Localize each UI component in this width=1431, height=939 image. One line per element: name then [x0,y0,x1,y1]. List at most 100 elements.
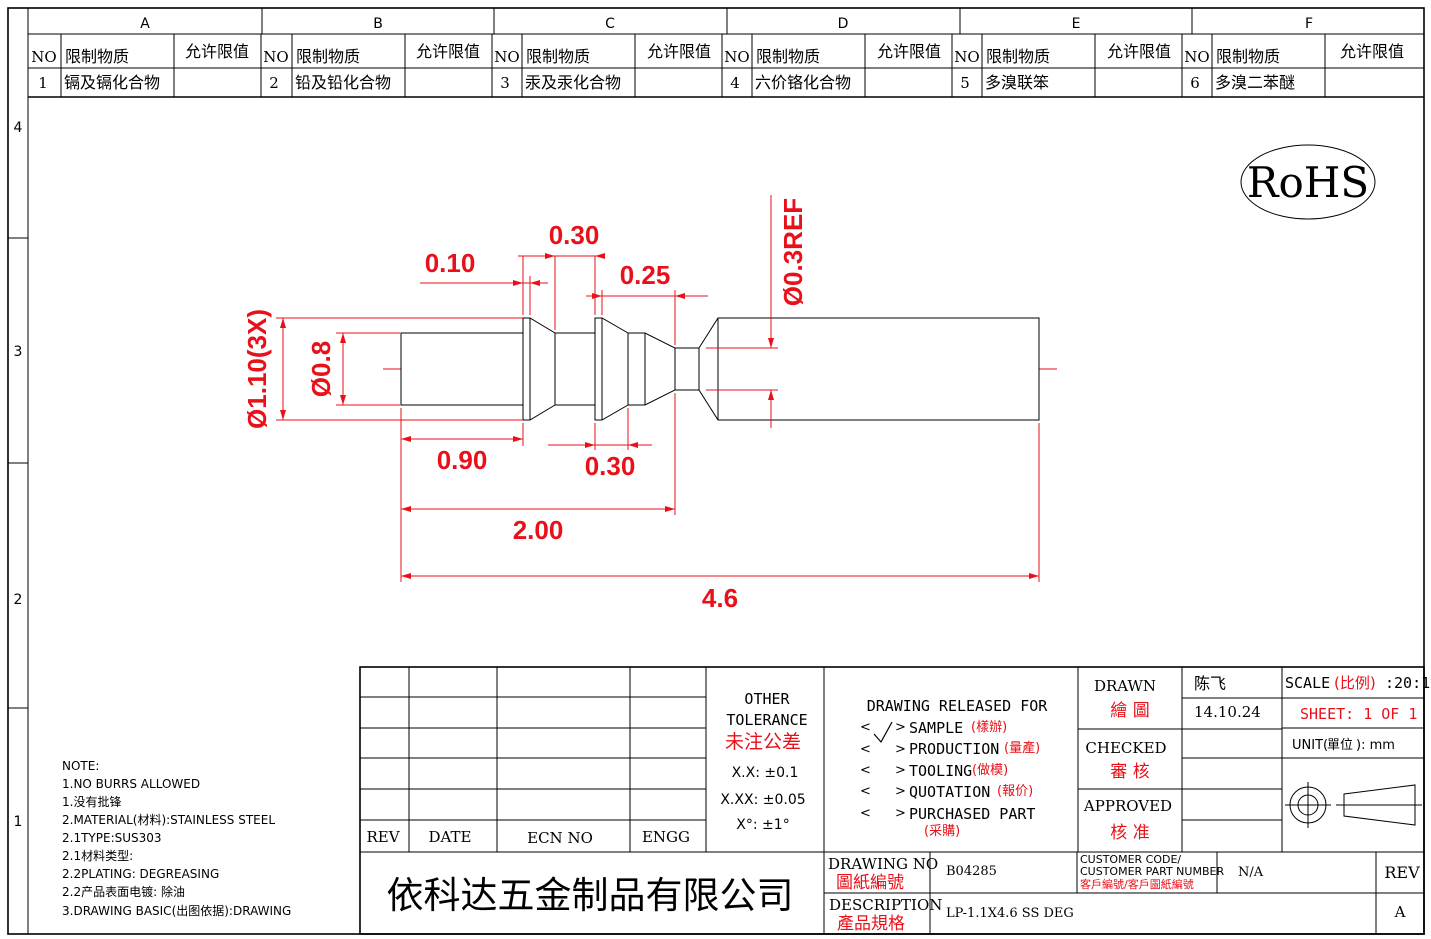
zone-col-b: B [373,16,383,32]
approved-label: APPROVED [1083,797,1172,815]
svg-text:>: > [895,763,906,778]
part-outline [400,317,1040,421]
release-sample-cn: (樣辦) [971,720,1007,735]
header-limit-3: 允许限值 [647,42,711,61]
dim-0-25: 0.25 [620,260,671,290]
header-no-6: NO [1184,48,1209,66]
drawing-no-label: DRAWING NO [828,855,938,873]
header-limit-2: 允许限值 [416,42,480,61]
header-limit-4: 允许限值 [877,42,941,61]
header-no-1: NO [31,48,56,66]
release-production-cn: (量產) [1004,740,1040,756]
dim-1-10: Ø1.10(3X) [242,309,272,429]
header-substance-4: 限制物质 [756,47,820,66]
zone-col-e: E [1072,16,1081,32]
checked-label: CHECKED [1085,739,1166,757]
header-substance-2: 限制物质 [296,47,360,66]
svg-text:<: < [860,720,871,735]
note-line-1: 1.NO BURRS ALLOWED [62,777,200,791]
sheet-info: SHEET: 1 OF 1 [1300,705,1417,723]
rohs-logo: RoHS [1240,144,1376,220]
restricted-substances-table: NO 限制物质 允许限值 1 镉及镉化合物 NO 限制物质 允许限值 2 铅及铅… [28,34,1424,98]
svg-text:<: < [860,742,871,757]
unit-label: UNIT( [1292,738,1328,753]
description-label-cn: 產品規格 [837,914,905,934]
svg-text:>: > [895,720,906,735]
release-title: DRAWING RELEASED FOR [867,697,1049,715]
revision-table: REV DATE ECN NO ENGG [360,667,707,852]
zone-col-d: D [838,16,849,32]
unit-value: ): mm [1356,738,1395,753]
scale-label-cn: (比例) [1334,674,1376,692]
header-no-3: NO [494,48,519,66]
svg-text:<: < [860,763,871,778]
column-zones: A B C D E F [140,8,1313,34]
item-substance-5: 多溴联笨 [985,73,1049,92]
dimension-graphics [276,195,1040,582]
zone-row-3: 3 [14,344,23,360]
dim-0-8: Ø0.8 [306,341,336,397]
customer-label-cn: 客戶編號/客戶圖紙編號 [1080,877,1194,891]
drawn-label-cn: 繪 圖 [1110,701,1149,721]
note-line-6: 2.2PLATING: DEGREASING [62,867,219,881]
item-substance-6: 多溴二苯醚 [1215,73,1295,92]
sheet-border [7,7,1425,935]
drawing-no-label-cn: 圖紙編號 [836,873,904,893]
tolerance-xx: X.XX: ±0.05 [720,792,805,808]
dim-0-30-top: 0.30 [549,220,600,250]
dim-0-30-bottom: 0.30 [585,451,636,481]
drawing-no-value: B04285 [946,864,997,879]
approved-label-cn: 核 准 [1110,823,1149,843]
item-substance-2: 铅及铅化合物 [295,73,391,92]
item-substance-1: 镉及镉化合物 [64,73,160,92]
title-bottom-rows: 依科达五金制品有限公司 DRAWING NO 圖紙編號 B04285 CUSTO… [387,852,1424,934]
release-quotation: QUOTATION [909,783,990,801]
svg-text:>: > [895,784,906,799]
zone-row-2: 2 [14,592,23,608]
release-tooling-cn: (做模) [972,763,1008,778]
note-line-8: 3.DRAWING BASIC(出图依据):DRAWING [62,903,291,918]
note-line-7: 2.2产品表面电镀: 除油 [62,884,185,899]
release-purchased-part-cn: (采購) [924,824,960,839]
item-no-6: 6 [1190,74,1200,92]
item-no-1: 1 [38,74,48,92]
header-substance-1: 限制物质 [65,47,129,66]
release-block: DRAWING RELEASED FOR < > SAMPLE (樣辦) < >… [860,667,1079,852]
company-name: 依科达五金制品有限公司 [387,874,794,917]
dim-0-10: 0.10 [425,248,476,278]
customer-code-label: CUSTOMER CODE/ [1080,853,1181,866]
header-limit-5: 允许限值 [1107,42,1171,61]
scale-block: SCALE (比例) :20:1 SHEET: 1 OF 1 UNIT( 單位 … [1281,667,1430,852]
release-purchased-part: PURCHASED PART [909,805,1035,823]
tolerance-x: X.X: ±0.1 [732,765,799,781]
svg-text:<: < [860,784,871,799]
checked-label-cn: 審 核 [1110,762,1149,782]
customer-part-number-label: CUSTOMER PART NUMBER [1080,865,1224,878]
zone-col-c: C [605,16,615,32]
release-tooling: TOOLING [909,762,972,780]
note-line-3: 2.MATERIAL(材料):STAINLESS STEEL [62,813,275,827]
dim-0-90: 0.90 [437,445,488,475]
dim-4-6: 4.6 [702,583,738,613]
item-substance-3: 汞及汞化合物 [525,73,621,92]
customer-value: N/A [1238,865,1264,880]
row-zones: 4 3 2 1 [8,120,28,830]
approvals-block: DRAWN 繪 圖 陈飞 14.10.24 CHECKED 審 核 APPROV… [1078,667,1282,852]
release-production: PRODUCTION [909,740,999,758]
drawn-by: 陈飞 [1194,674,1226,693]
ecn-col-header: ECN NO [527,829,593,847]
date-col-header: DATE [429,828,472,846]
tolerance-angle: X°: ±1° [736,817,789,833]
tolerance-title-1: OTHER [744,690,790,708]
drawn-label: DRAWN [1094,677,1156,695]
title-block: REV DATE ECN NO ENGG OTHER TOLERANCE 未注公… [359,666,1430,935]
rev-col-header: REV [366,828,400,846]
rev-value: A [1394,903,1406,921]
svg-text:>: > [895,806,906,821]
projection-symbol [1285,782,1422,828]
note-line-5: 2.1材料类型: [62,849,133,863]
item-no-5: 5 [960,74,970,92]
release-check-sample [873,721,893,744]
dim-0-3-ref: Ø0.3REF [778,198,808,306]
